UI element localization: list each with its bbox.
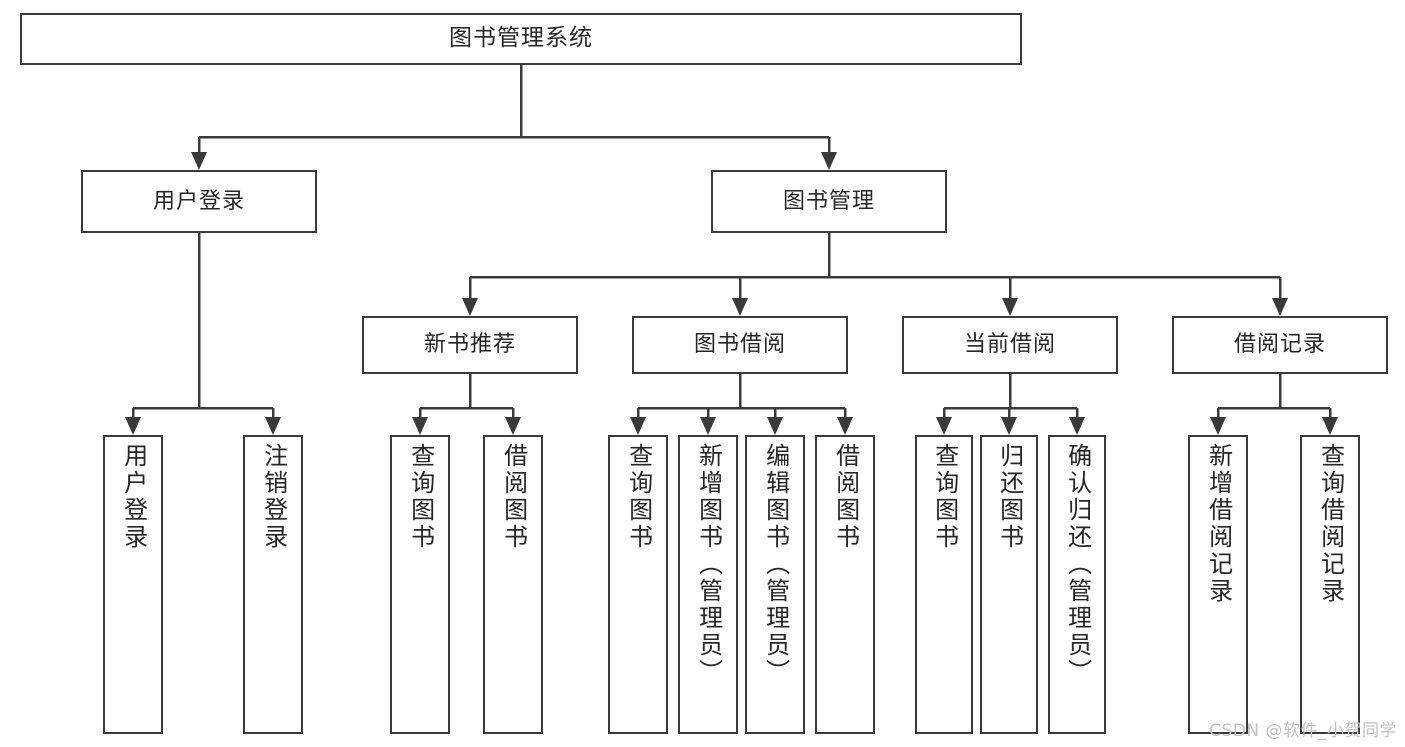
node-new-book-rec[interactable]: 新书推荐: [362, 316, 578, 374]
arrow-head-leaf-query-record: [1322, 417, 1338, 435]
arrow-head-leaf-confirm-return: [1069, 417, 1085, 435]
arrow-head-borrow-record: [1272, 298, 1288, 316]
node-label: 归还图书: [995, 443, 1024, 551]
node-leaf-add-book[interactable]: 新增图书（管理员）: [678, 435, 738, 734]
arrow-head-leaf-borrow-book-1: [505, 417, 521, 435]
node-leaf-user-login[interactable]: 用户登录: [103, 435, 163, 734]
arrow-head-leaf-return-book: [1001, 417, 1017, 435]
arrow-head-current-borrow: [1002, 298, 1018, 316]
node-label: 图书借阅: [693, 332, 786, 358]
arrow-head-leaf-add-record: [1210, 417, 1226, 435]
node-label: 用户登录: [152, 188, 245, 214]
node-leaf-query-book-2[interactable]: 查询图书: [608, 435, 668, 734]
node-label: 新增借阅记录: [1204, 443, 1233, 605]
node-label: 图书管理系统: [449, 25, 593, 52]
node-label: 查询图书: [406, 443, 435, 551]
node-root[interactable]: 图书管理系统: [20, 13, 1022, 65]
arrow-head-book-borrow: [732, 298, 748, 316]
arrow-head-leaf-query-book-2: [630, 417, 646, 435]
node-label: 查询图书: [930, 443, 959, 551]
arrow-head-new-book-rec: [462, 298, 478, 316]
node-leaf-return-book[interactable]: 归还图书: [980, 435, 1038, 734]
node-label: 借阅图书: [499, 443, 528, 551]
node-leaf-edit-book[interactable]: 编辑图书（管理员）: [745, 435, 805, 734]
node-leaf-query-book-3[interactable]: 查询图书: [915, 435, 973, 734]
arrow-head-leaf-borrow-book-2: [837, 417, 853, 435]
node-book-manage[interactable]: 图书管理: [711, 170, 947, 233]
node-leaf-query-book-1[interactable]: 查询图书: [390, 435, 450, 734]
node-label: 借阅记录: [1233, 332, 1326, 358]
arrow-head-leaf-user-login: [125, 417, 141, 435]
arrow-head-book-manage: [821, 152, 837, 170]
node-leaf-borrow-book-1[interactable]: 借阅图书: [483, 435, 543, 734]
node-current-borrow[interactable]: 当前借阅: [902, 316, 1118, 374]
node-label: 查询借阅记录: [1316, 443, 1345, 605]
node-leaf-add-record[interactable]: 新增借阅记录: [1188, 435, 1248, 734]
node-borrow-record[interactable]: 借阅记录: [1172, 316, 1388, 374]
node-label: 图书管理: [782, 188, 875, 214]
arrow-head-user-login: [191, 152, 207, 170]
node-leaf-confirm-return[interactable]: 确认归还（管理员）: [1048, 435, 1106, 734]
node-label: 用户登录: [119, 443, 148, 551]
node-label: 查询图书: [624, 443, 653, 551]
arrow-head-leaf-query-book-1: [412, 417, 428, 435]
node-label: 编辑图书（管理员）: [761, 443, 790, 686]
node-book-borrow[interactable]: 图书借阅: [632, 316, 848, 374]
node-label: 借阅图书: [831, 443, 860, 551]
node-label: 确认归还（管理员）: [1063, 443, 1092, 686]
node-label: 新增图书（管理员）: [694, 443, 723, 686]
arrow-head-leaf-add-book: [700, 417, 716, 435]
node-leaf-logout[interactable]: 注销登录: [243, 435, 303, 734]
node-leaf-borrow-book-2[interactable]: 借阅图书: [815, 435, 875, 734]
node-label: 新书推荐: [423, 332, 516, 358]
arrow-head-leaf-edit-book: [767, 417, 783, 435]
arrow-head-leaf-query-book-3: [936, 417, 952, 435]
node-user-login[interactable]: 用户登录: [81, 170, 317, 233]
arrow-head-leaf-logout: [265, 417, 281, 435]
node-label: 注销登录: [259, 443, 288, 551]
node-leaf-query-record[interactable]: 查询借阅记录: [1300, 435, 1360, 734]
node-label: 当前借阅: [963, 332, 1056, 358]
